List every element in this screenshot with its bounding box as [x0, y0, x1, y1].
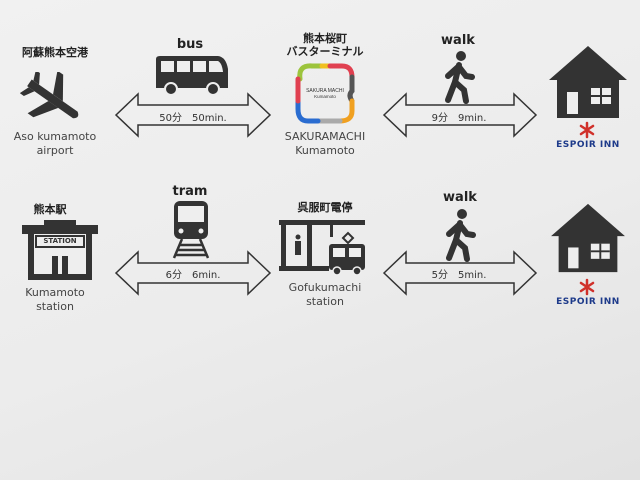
logo-text-line1: SAKURA MACHI [306, 88, 344, 94]
double-arrow-walk [382, 250, 538, 296]
travel-time-bus: 50分 50min. [159, 113, 227, 124]
bus-icon [156, 56, 228, 96]
transfer-en-line1: SAKURAMACHI [284, 130, 366, 143]
transfer-en-line2: Kumamoto [295, 144, 355, 157]
espoir-inn-label: ESPOIR INN [556, 140, 620, 150]
espoir-inn-label: ESPOIR INN [556, 297, 620, 307]
origin-en-line1: Kumamoto [25, 286, 85, 299]
transfer-jp-label: 呉服町電停 [297, 201, 353, 214]
transfer-jp-line2: バスターミナル [286, 45, 364, 58]
espoir-logo-icon [579, 121, 595, 139]
origin-en-line1: Aso kumamoto [13, 130, 97, 143]
travel-time-walk: 5分 5min. [431, 270, 487, 281]
transfer-en-line1: Gofukumachi [288, 281, 362, 294]
origin-jp-label: 阿蘇熊本空港 [22, 46, 88, 59]
tram-icon [172, 201, 210, 259]
logo-text-line2: Kumamoto [314, 94, 336, 99]
origin-en-line2: airport [36, 144, 74, 157]
tram-stop-icon [279, 220, 365, 276]
mode-label-walk: walk [443, 190, 477, 205]
walking-person-icon [446, 209, 476, 262]
espoir-logo-icon [579, 278, 595, 296]
double-arrow-tram [114, 250, 272, 296]
mode-label-bus: bus [176, 37, 204, 52]
travel-time-tram: 6分 6min. [165, 270, 221, 281]
house-icon [551, 203, 625, 273]
origin-jp-label: 熊本駅 [33, 203, 67, 216]
airplane-icon [20, 72, 79, 119]
mode-label-walk: walk [441, 33, 475, 48]
walking-person-icon [445, 51, 475, 104]
transfer-jp-line1: 熊本桜町 [303, 32, 347, 45]
sakuramachi-logo: SAKURA MACHI Kumamoto [295, 63, 355, 124]
house-icon [549, 46, 627, 118]
transfer-en-line2: station [306, 295, 344, 308]
double-arrow-walk [382, 92, 538, 138]
station-sign-text: STATION [43, 237, 77, 245]
station-icon: STATION [22, 220, 98, 280]
mode-label-tram: tram [172, 184, 208, 199]
transfer-jp-label: 熊本桜町バスターミナル [270, 32, 380, 58]
double-arrow-bus [114, 92, 272, 138]
travel-time-walk: 9分 9min. [431, 113, 487, 124]
origin-en-line2: station [36, 300, 74, 313]
